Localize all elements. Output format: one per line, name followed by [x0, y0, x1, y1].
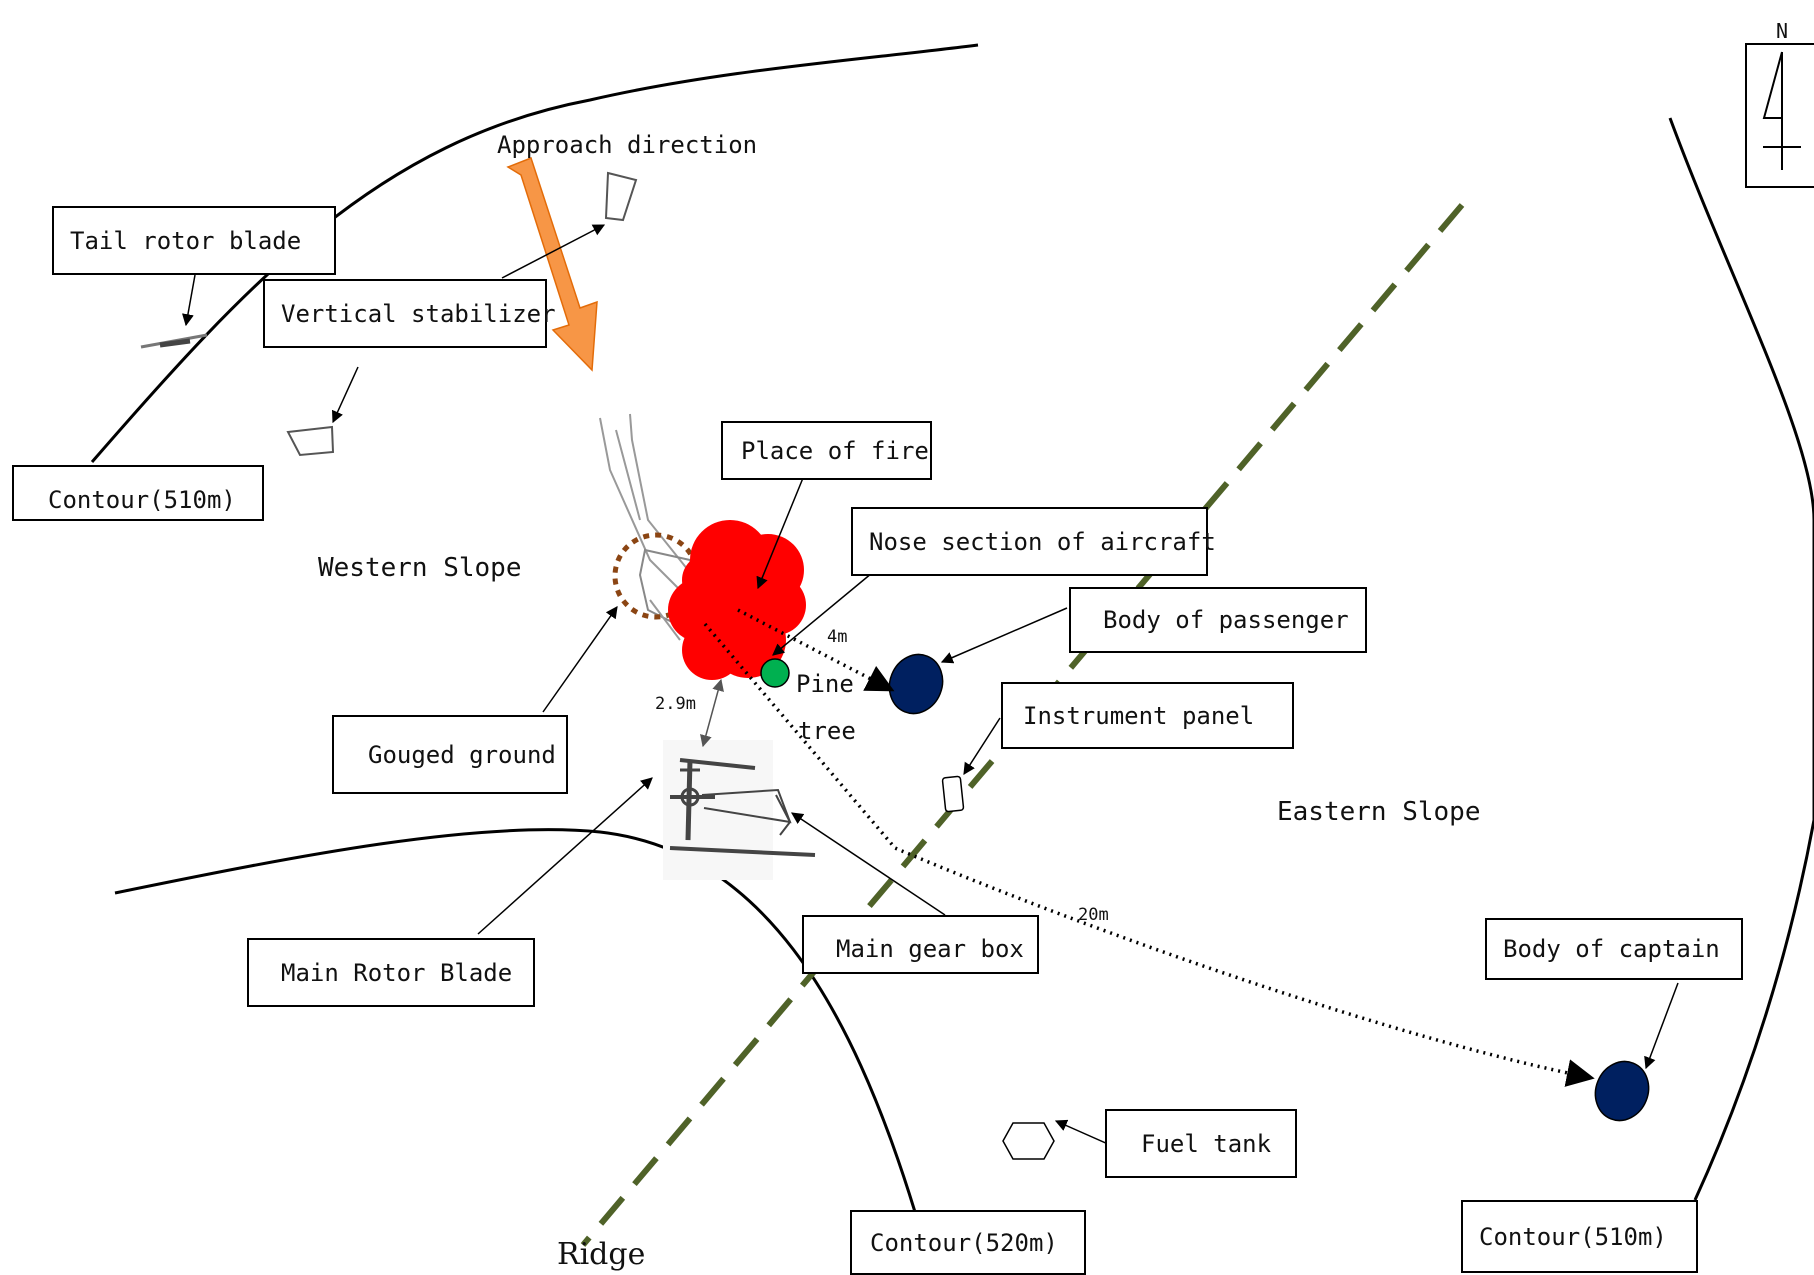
- tail-rotor-blade-debris: [140, 333, 208, 349]
- leader-gouged-ground: [542, 606, 618, 713]
- pine-tree-marker: [760, 658, 790, 688]
- approach-direction-label: Approach direction: [497, 131, 758, 159]
- instrument-panel-debris: [941, 775, 965, 813]
- contour-520-label: Contour(520m): [850, 1210, 1086, 1275]
- leader-main-rotor-blade: [477, 777, 653, 935]
- vertical-stabilizer-piece: [604, 171, 638, 222]
- eastern-slope-label: Eastern Slope: [1277, 797, 1481, 827]
- tail-rotor-blade-label: Tail rotor blade: [52, 206, 336, 275]
- leader-body-of-passenger: [940, 607, 1068, 664]
- leader-body-of-captain: [1644, 982, 1679, 1070]
- main-rotor-blade-label: Main Rotor Blade: [247, 938, 535, 1007]
- vertical-stabilizer-debris: [286, 425, 335, 457]
- fuel-tank-label: Fuel tank: [1105, 1109, 1297, 1178]
- fire-area: [668, 520, 806, 680]
- leader-vertical-stabilizer-debris: [332, 366, 359, 424]
- place-of-fire-label: Place of fire: [721, 421, 932, 480]
- instrument-panel-label: Instrument panel: [1001, 682, 1294, 749]
- main-rotor-assembly: [663, 740, 816, 880]
- leader-tail-rotor: [182, 274, 196, 327]
- pine-label: Pine: [796, 670, 854, 698]
- distance-line-4m: [737, 608, 895, 692]
- leader-vertical-stabilizer-piece: [501, 224, 606, 279]
- gouged-ground-label: Gouged ground: [332, 715, 568, 794]
- nose-section-label: Nose section of aircraft: [851, 507, 1216, 576]
- distance-line-20m: [703, 622, 1595, 1087]
- body-of-captain-label: Body of captain: [1485, 918, 1743, 980]
- body-of-passenger-label: Body of passenger: [1069, 587, 1367, 653]
- leader-nose-section: [772, 572, 873, 656]
- western-slope-label: Western Slope: [318, 553, 522, 583]
- approach-direction-arrow: [506, 157, 598, 372]
- north-label: N: [1776, 19, 1788, 43]
- ridge-label: Ridge: [557, 1237, 646, 1272]
- vertical-stabilizer-label: Vertical stabilizer: [263, 279, 556, 348]
- leader-main-gear-box: [791, 812, 946, 916]
- body-of-captain-marker: [1594, 1060, 1650, 1122]
- distance-2-9m-label: 2.9m: [655, 694, 696, 714]
- leader-fuel-tank: [1054, 1119, 1109, 1145]
- leader-instrument-panel: [963, 717, 1001, 776]
- body-of-passenger-marker: [888, 653, 944, 715]
- tree-label: tree: [798, 717, 856, 745]
- contour-510-west-label: Contour(510m): [12, 465, 264, 521]
- distance-line-2-9m: [700, 678, 724, 748]
- distance-4m-label: 4m: [827, 627, 848, 647]
- leader-place-of-fire: [756, 477, 804, 590]
- contour-line-510-west: [90, 43, 979, 463]
- contour-line-510-east: [1668, 117, 1814, 1201]
- distance-20m-label: 20m: [1078, 905, 1109, 925]
- fuel-tank-debris: [1002, 1122, 1055, 1160]
- main-gear-box-label: Main gear box: [802, 915, 1039, 974]
- contour-510-east-label: Contour(510m): [1461, 1200, 1698, 1273]
- north-indicator: N: [1745, 19, 1814, 188]
- contour-line-520: [114, 828, 917, 1213]
